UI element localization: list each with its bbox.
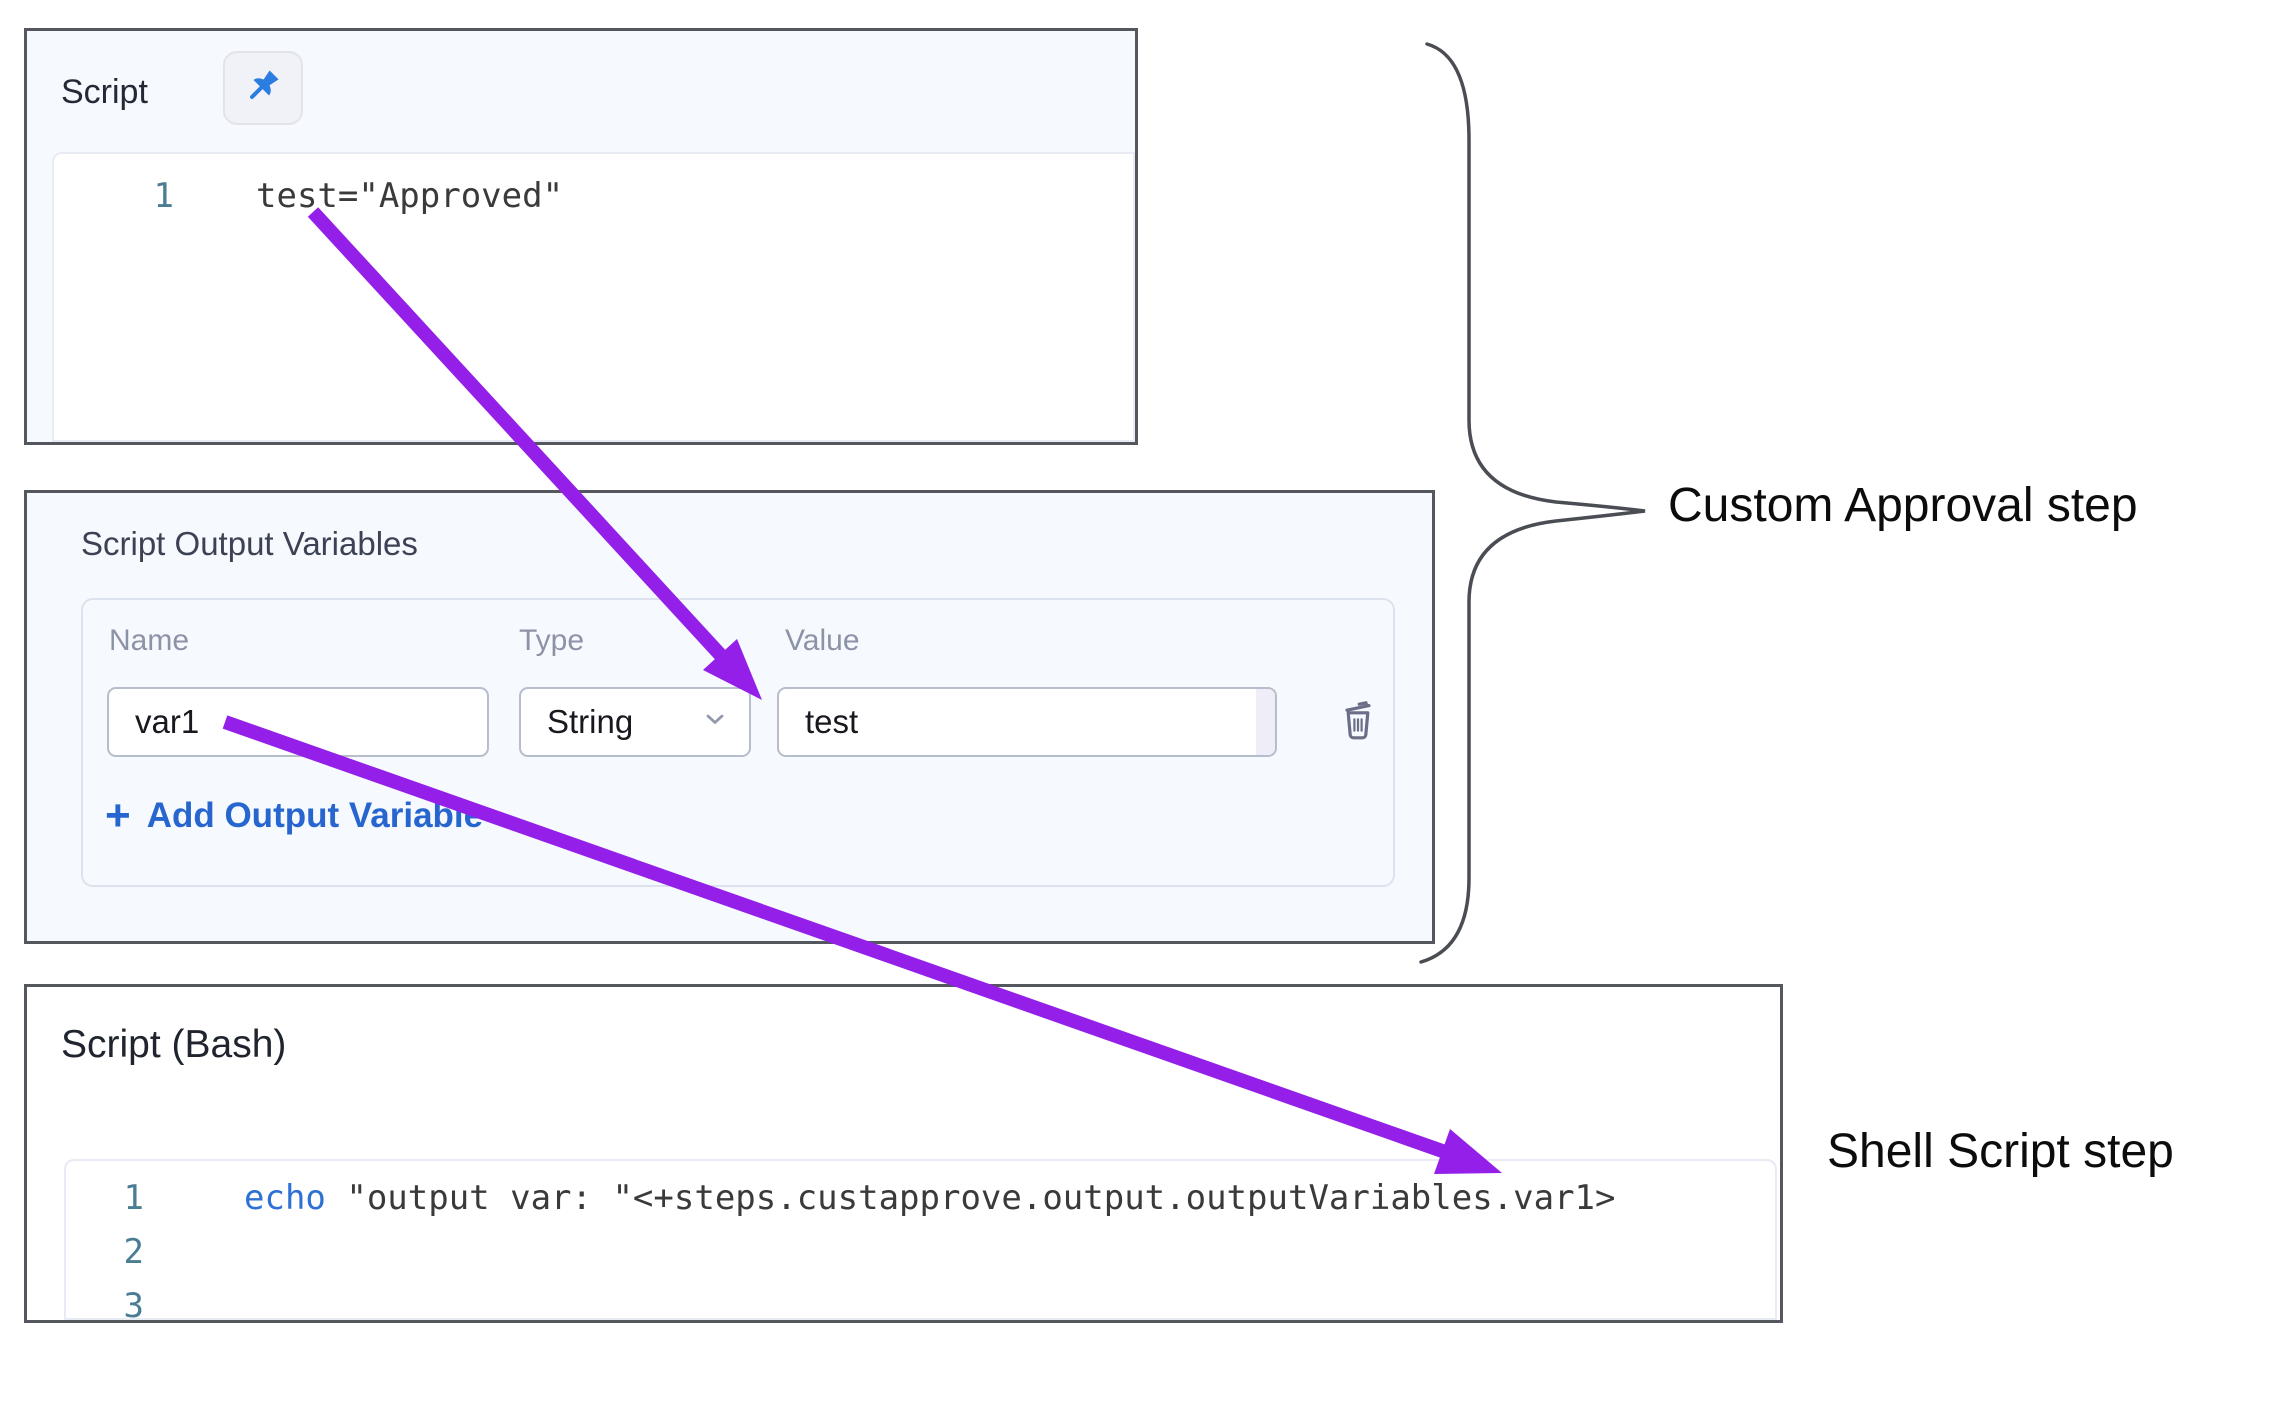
pushpin-icon [1272, 701, 1275, 744]
variable-name-input[interactable] [107, 687, 489, 757]
script-panel-title: Script [61, 73, 148, 111]
trash-icon [1334, 695, 1382, 746]
output-variables-title: Script Output Variables [81, 525, 418, 562]
script-pin-button[interactable] [223, 51, 303, 125]
bash-keyword: echo [244, 1178, 326, 1218]
add-output-variable-button[interactable]: + Add Output Variable [105, 791, 484, 840]
value-pin-button[interactable] [1256, 689, 1275, 755]
chevron-down-icon [701, 703, 729, 741]
variable-value-field [777, 687, 1277, 757]
code-line: 1 echo "output var: "<+steps.custapprove… [66, 1171, 1775, 1225]
value-column-label: Value [785, 624, 860, 657]
bash-panel-title: Script (Bash) [61, 1023, 287, 1066]
pushpin-icon [243, 66, 283, 111]
code-text: test="Approved" [256, 176, 564, 216]
shell-script-step-label: Shell Script step [1827, 1125, 2174, 1178]
delete-variable-button[interactable] [1329, 690, 1387, 750]
code-line: 3 [66, 1279, 1775, 1320]
custom-approval-step-label: Custom Approval step [1668, 479, 2138, 532]
code-text: "output var: "<+steps.custapprove.output… [325, 1178, 1616, 1218]
plus-icon: + [105, 791, 131, 840]
code-line: 1 test="Approved" [54, 172, 1133, 220]
script-output-variables-panel: Script Output Variables Name Type Value … [24, 490, 1435, 944]
line-number: 3 [123, 1286, 144, 1320]
script-code-editor[interactable]: 1 test="Approved" [52, 152, 1135, 442]
line-number: 1 [123, 1178, 144, 1218]
name-column-label: Name [109, 624, 190, 657]
type-column-label: Type [519, 624, 585, 657]
add-output-variable-label: Add Output Variable [146, 796, 484, 835]
shell-script-panel: Script (Bash) 1 echo "output var: "<+ste… [24, 984, 1783, 1323]
line-number: 1 [153, 176, 174, 216]
line-number: 2 [123, 1232, 144, 1272]
grouping-brace [1419, 42, 1646, 964]
variable-value-input[interactable] [779, 689, 1256, 755]
variable-type-select[interactable]: String [519, 687, 751, 757]
selected-type-value: String [547, 703, 634, 740]
bash-code-editor[interactable]: 1 echo "output var: "<+steps.custapprove… [64, 1159, 1777, 1320]
custom-approval-script-panel: Script 1 test="Approved" [24, 28, 1138, 445]
output-variables-card: Name Type Value String [81, 598, 1395, 887]
code-line: 2 [66, 1225, 1775, 1279]
